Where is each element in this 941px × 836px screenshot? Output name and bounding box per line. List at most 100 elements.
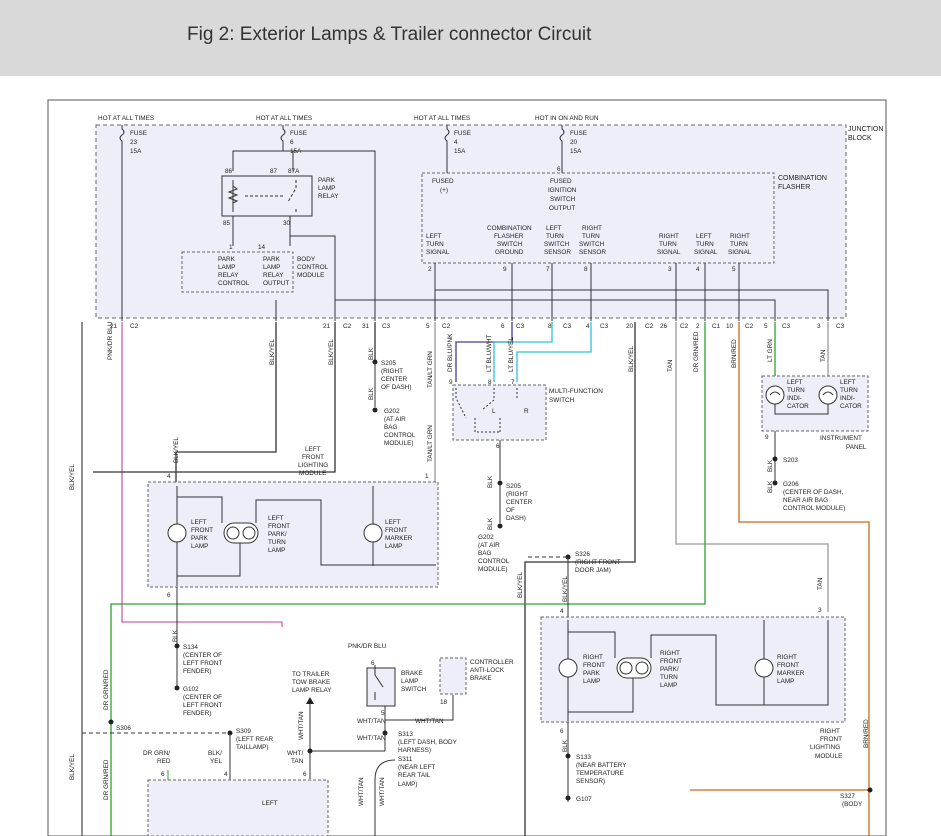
svg-text:G107: G107: [576, 796, 592, 803]
svg-text:LAMP): LAMP): [398, 781, 418, 788]
wire-labels: PNK/DR BLU BLK/YEL BLK/YEL BLK/YEL BLK T…: [69, 321, 870, 806]
svg-text:CONTROL: CONTROL: [478, 558, 510, 565]
svg-text:LEFT: LEFT: [191, 519, 207, 526]
svg-text:COMBINATION: COMBINATION: [778, 175, 827, 182]
svg-text:TURN: TURN: [730, 241, 748, 248]
svg-text:(+): (+): [440, 187, 448, 194]
svg-text:SWITCH: SWITCH: [549, 397, 575, 404]
splice-s306-s309: S306 S309 (LEFT REAR TAILLAMP): [82, 719, 274, 783]
svg-text:PARK: PARK: [191, 535, 209, 542]
svg-text:FRONT: FRONT: [660, 658, 682, 665]
svg-text:PARK/: PARK/: [660, 666, 679, 673]
svg-text:LAMP RELAY: LAMP RELAY: [292, 687, 332, 694]
svg-text:(AT AIR: (AT AIR: [478, 542, 500, 549]
svg-text:9: 9: [765, 434, 769, 441]
svg-text:LT GRN: LT GRN: [767, 339, 774, 362]
svg-text:S205: S205: [381, 360, 396, 367]
svg-text:C3: C3: [836, 323, 845, 330]
svg-text:MODULE: MODULE: [815, 753, 842, 760]
svg-text:8: 8: [488, 379, 492, 386]
svg-text:BLK: BLK: [487, 475, 494, 488]
svg-text:LEFT: LEFT: [787, 379, 803, 386]
svg-text:4: 4: [560, 608, 564, 615]
svg-text:BAG: BAG: [384, 424, 398, 431]
svg-text:REAR TAIL: REAR TAIL: [398, 772, 431, 779]
svg-text:WHT/TAN: WHT/TAN: [298, 711, 305, 740]
svg-text:MARKER: MARKER: [777, 670, 805, 677]
svg-text:PARK/: PARK/: [268, 531, 287, 538]
svg-text:TURN: TURN: [426, 241, 444, 248]
svg-text:WHT/TAN: WHT/TAN: [357, 735, 386, 742]
svg-text:TURN: TURN: [268, 539, 286, 546]
svg-text:6: 6: [496, 443, 500, 450]
svg-text:LT BLU/YEL: LT BLU/YEL: [508, 337, 515, 372]
fuse-20: FUSE 20 15A: [559, 125, 587, 166]
svg-text:BLK/YEL: BLK/YEL: [562, 576, 569, 602]
svg-text:BLK: BLK: [562, 739, 569, 752]
svg-text:1: 1: [425, 473, 429, 480]
svg-text:TO TRAILER: TO TRAILER: [292, 671, 330, 678]
svg-text:MULTI-FUNCTION: MULTI-FUNCTION: [549, 388, 603, 395]
svg-text:6: 6: [560, 728, 564, 735]
svg-text:8: 8: [548, 323, 552, 330]
svg-text:BRAKE: BRAKE: [401, 670, 423, 677]
svg-text:SWITCH: SWITCH: [497, 241, 523, 248]
svg-text:S311: S311: [398, 756, 413, 763]
svg-text:TAILLAMP): TAILLAMP): [236, 744, 269, 751]
svg-text:TURN: TURN: [840, 387, 858, 394]
svg-text:(CENTER OF: (CENTER OF: [183, 652, 222, 659]
svg-text:SIGNAL: SIGNAL: [657, 249, 681, 256]
svg-text:IGNITION: IGNITION: [548, 187, 577, 194]
svg-text:(LEFT DASH, BODY: (LEFT DASH, BODY: [398, 739, 458, 746]
svg-text:C2: C2: [745, 323, 754, 330]
svg-text:TURN: TURN: [787, 387, 805, 394]
svg-text:TURN: TURN: [546, 233, 564, 240]
svg-text:TURN: TURN: [582, 233, 600, 240]
svg-text:FUSE: FUSE: [454, 130, 471, 137]
svg-text:6: 6: [290, 139, 294, 146]
junction-label: JUNCTION: [848, 126, 883, 133]
svg-text:SIGNAL: SIGNAL: [426, 249, 450, 256]
splice-s326: S326 (RIGHT FRONT DOOR JAM): [528, 551, 621, 617]
svg-text:MODULE: MODULE: [297, 272, 324, 279]
svg-text:GROUND: GROUND: [495, 249, 524, 256]
svg-text:CONTROL: CONTROL: [384, 432, 416, 439]
svg-text:LEFT: LEFT: [426, 233, 442, 240]
trailer-tow-relay: TO TRAILER TOW BRAKE LAMP RELAY S313 (LE…: [292, 671, 458, 836]
svg-text:87: 87: [270, 168, 278, 175]
svg-text:15A: 15A: [454, 148, 466, 155]
svg-text:S326: S326: [575, 551, 590, 558]
svg-text:23: 23: [130, 139, 138, 146]
fuse-4: FUSE 4 15A: [444, 125, 471, 166]
svg-text:TURN: TURN: [659, 241, 677, 248]
svg-text:14: 14: [258, 244, 266, 251]
svg-text:FUSE: FUSE: [130, 130, 147, 137]
svg-text:3: 3: [818, 607, 822, 614]
svg-text:2: 2: [428, 266, 432, 273]
svg-text:BLK/YEL: BLK/YEL: [628, 346, 635, 372]
svg-text:C3: C3: [563, 323, 572, 330]
svg-text:BLK: BLK: [172, 629, 179, 642]
svg-text:(RIGHT: (RIGHT: [506, 491, 528, 498]
svg-text:WHT/TAN: WHT/TAN: [358, 777, 365, 806]
svg-text:BLK: BLK: [368, 387, 375, 400]
svg-text:C2: C2: [680, 323, 689, 330]
svg-text:RIGHT: RIGHT: [820, 728, 840, 735]
svg-text:C3: C3: [782, 323, 791, 330]
svg-text:LAMP: LAMP: [268, 547, 285, 554]
svg-text:9: 9: [449, 379, 453, 386]
svg-text:BLK: BLK: [767, 480, 774, 493]
svg-text:31: 31: [362, 323, 370, 330]
svg-text:C2: C2: [130, 323, 139, 330]
svg-text:SENSOR: SENSOR: [579, 249, 606, 256]
svg-text:BRN/RED: BRN/RED: [731, 339, 738, 368]
svg-text:INDI-: INDI-: [840, 395, 855, 402]
svg-text:(RIGHT: (RIGHT: [381, 368, 403, 375]
svg-text:SWITCH: SWITCH: [401, 686, 427, 693]
svg-text:LAMP: LAMP: [777, 678, 794, 685]
svg-text:INDI-: INDI-: [787, 395, 802, 402]
svg-text:7: 7: [546, 266, 550, 273]
svg-text:BLK/YEL: BLK/YEL: [69, 754, 76, 780]
svg-text:5: 5: [764, 323, 768, 330]
